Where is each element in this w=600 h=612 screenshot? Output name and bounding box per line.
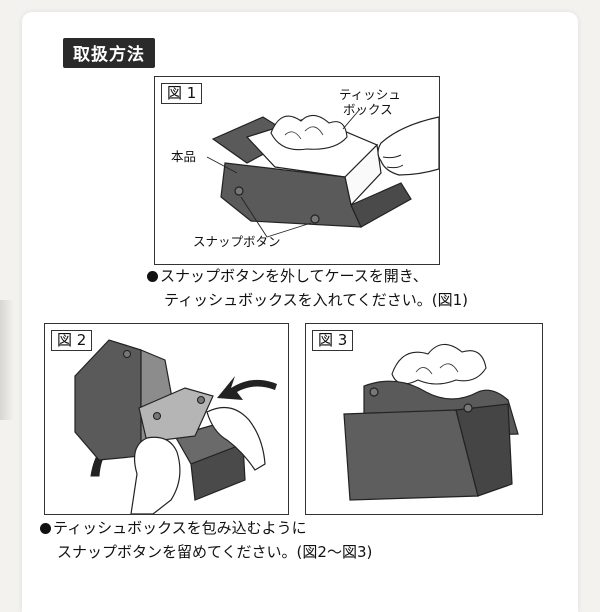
bullet-icon [147,271,158,282]
arrow-left-icon [217,376,277,400]
figure-3-label: 図 3 [312,330,354,351]
section-title: 取扱方法 [63,38,155,68]
figure-2-illustration [74,339,277,514]
callout-product: 本品 [171,149,197,164]
instruction-1-line-1: スナップボタンを外してケースを開き、 [147,266,428,286]
hand-icon [206,406,266,471]
figure-1-label: 図 1 [161,83,203,104]
figure-3: 図 3 [305,323,543,515]
figure-2-label: 図 2 [51,330,93,351]
figure-1-illustration [206,108,439,238]
instruction-2-line-1: ティッシュボックスを包み込むように [40,518,307,538]
hand-icon [377,116,439,176]
snap-button-icon [152,411,162,421]
tissue-icon [270,114,348,151]
bullet-icon [40,523,51,534]
case-body [343,409,479,501]
snap-button-icon [369,387,379,397]
snap-button-icon [463,403,473,413]
figure-2: 図 2 [44,323,289,515]
callout-tissue-box-line1: ティッシュ [339,87,401,102]
figure-3-illustration [343,343,519,501]
instruction-2-line-2: スナップボタンを留めてください。(図2～図3) [57,543,373,561]
snap-button-icon [196,395,206,405]
figure-1: 図 1 ティッシュ ボックス 本品 スナップボタン [154,76,440,265]
instruction-1-line-2: ティッシュボックスを入れてください。(図1) [164,291,468,309]
callout-tissue-box-line2: ボックス [343,102,393,117]
callout-snap-button: スナップボタン [193,234,281,249]
snap-button-icon [310,214,320,224]
background-edge [0,300,14,420]
snap-button-icon [234,186,244,196]
hand-icon [130,436,181,514]
tissue-icon [391,343,487,385]
snap-button-icon [122,349,132,359]
